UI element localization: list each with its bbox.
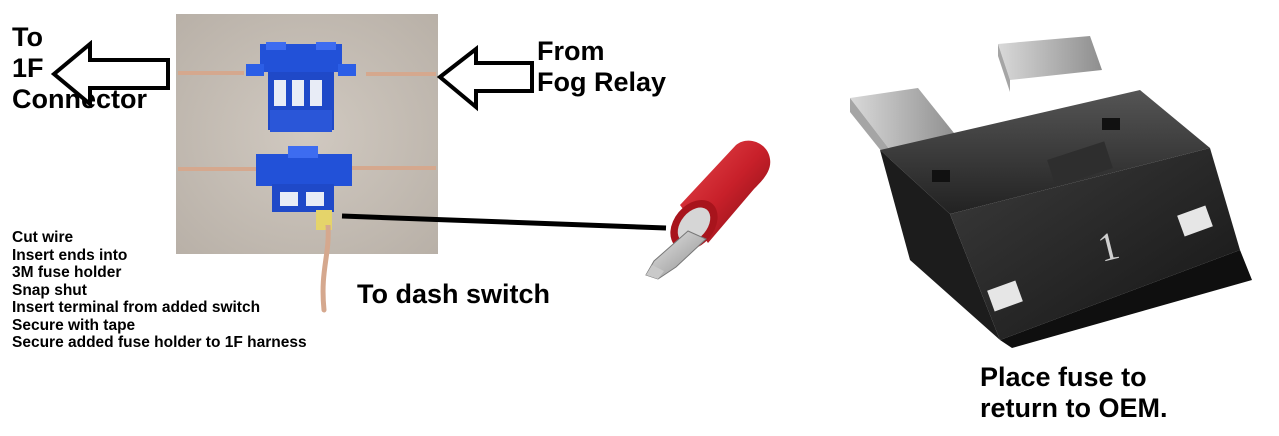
to-connector-label: To 1F Connector (12, 22, 147, 115)
list-item: Insert terminal from added switch (12, 299, 261, 316)
right-to-left-arrow-icon (436, 45, 534, 112)
left-arrow-icon (50, 40, 170, 109)
list-item: Secure with tape (12, 316, 136, 334)
list-item: 3M fuse holder (12, 264, 122, 281)
list-item: Cut wire (12, 229, 74, 246)
blade-fuse-photo: 1 (850, 36, 1252, 348)
closed-fuse-holder (256, 146, 352, 212)
list-item: Secure added fuse holder to 1F harness (12, 334, 307, 351)
open-fuse-holder (246, 42, 356, 132)
to-dash-label: To dash switch (357, 279, 551, 309)
list-item: Insert ends into (12, 246, 128, 264)
connection-line (341, 213, 667, 231)
fuse-note-label: Place fuse to return to OEM. (980, 362, 1168, 424)
instruction-list: Cut wire Insert ends into 3M fuse holder… (12, 229, 307, 352)
tap-wire (320, 225, 331, 313)
fuse-holder-photo (176, 14, 438, 254)
spade-terminal-photo (645, 140, 771, 280)
from-relay-label: From Fog Relay (537, 36, 667, 98)
list-item: Snap shut (12, 281, 87, 299)
